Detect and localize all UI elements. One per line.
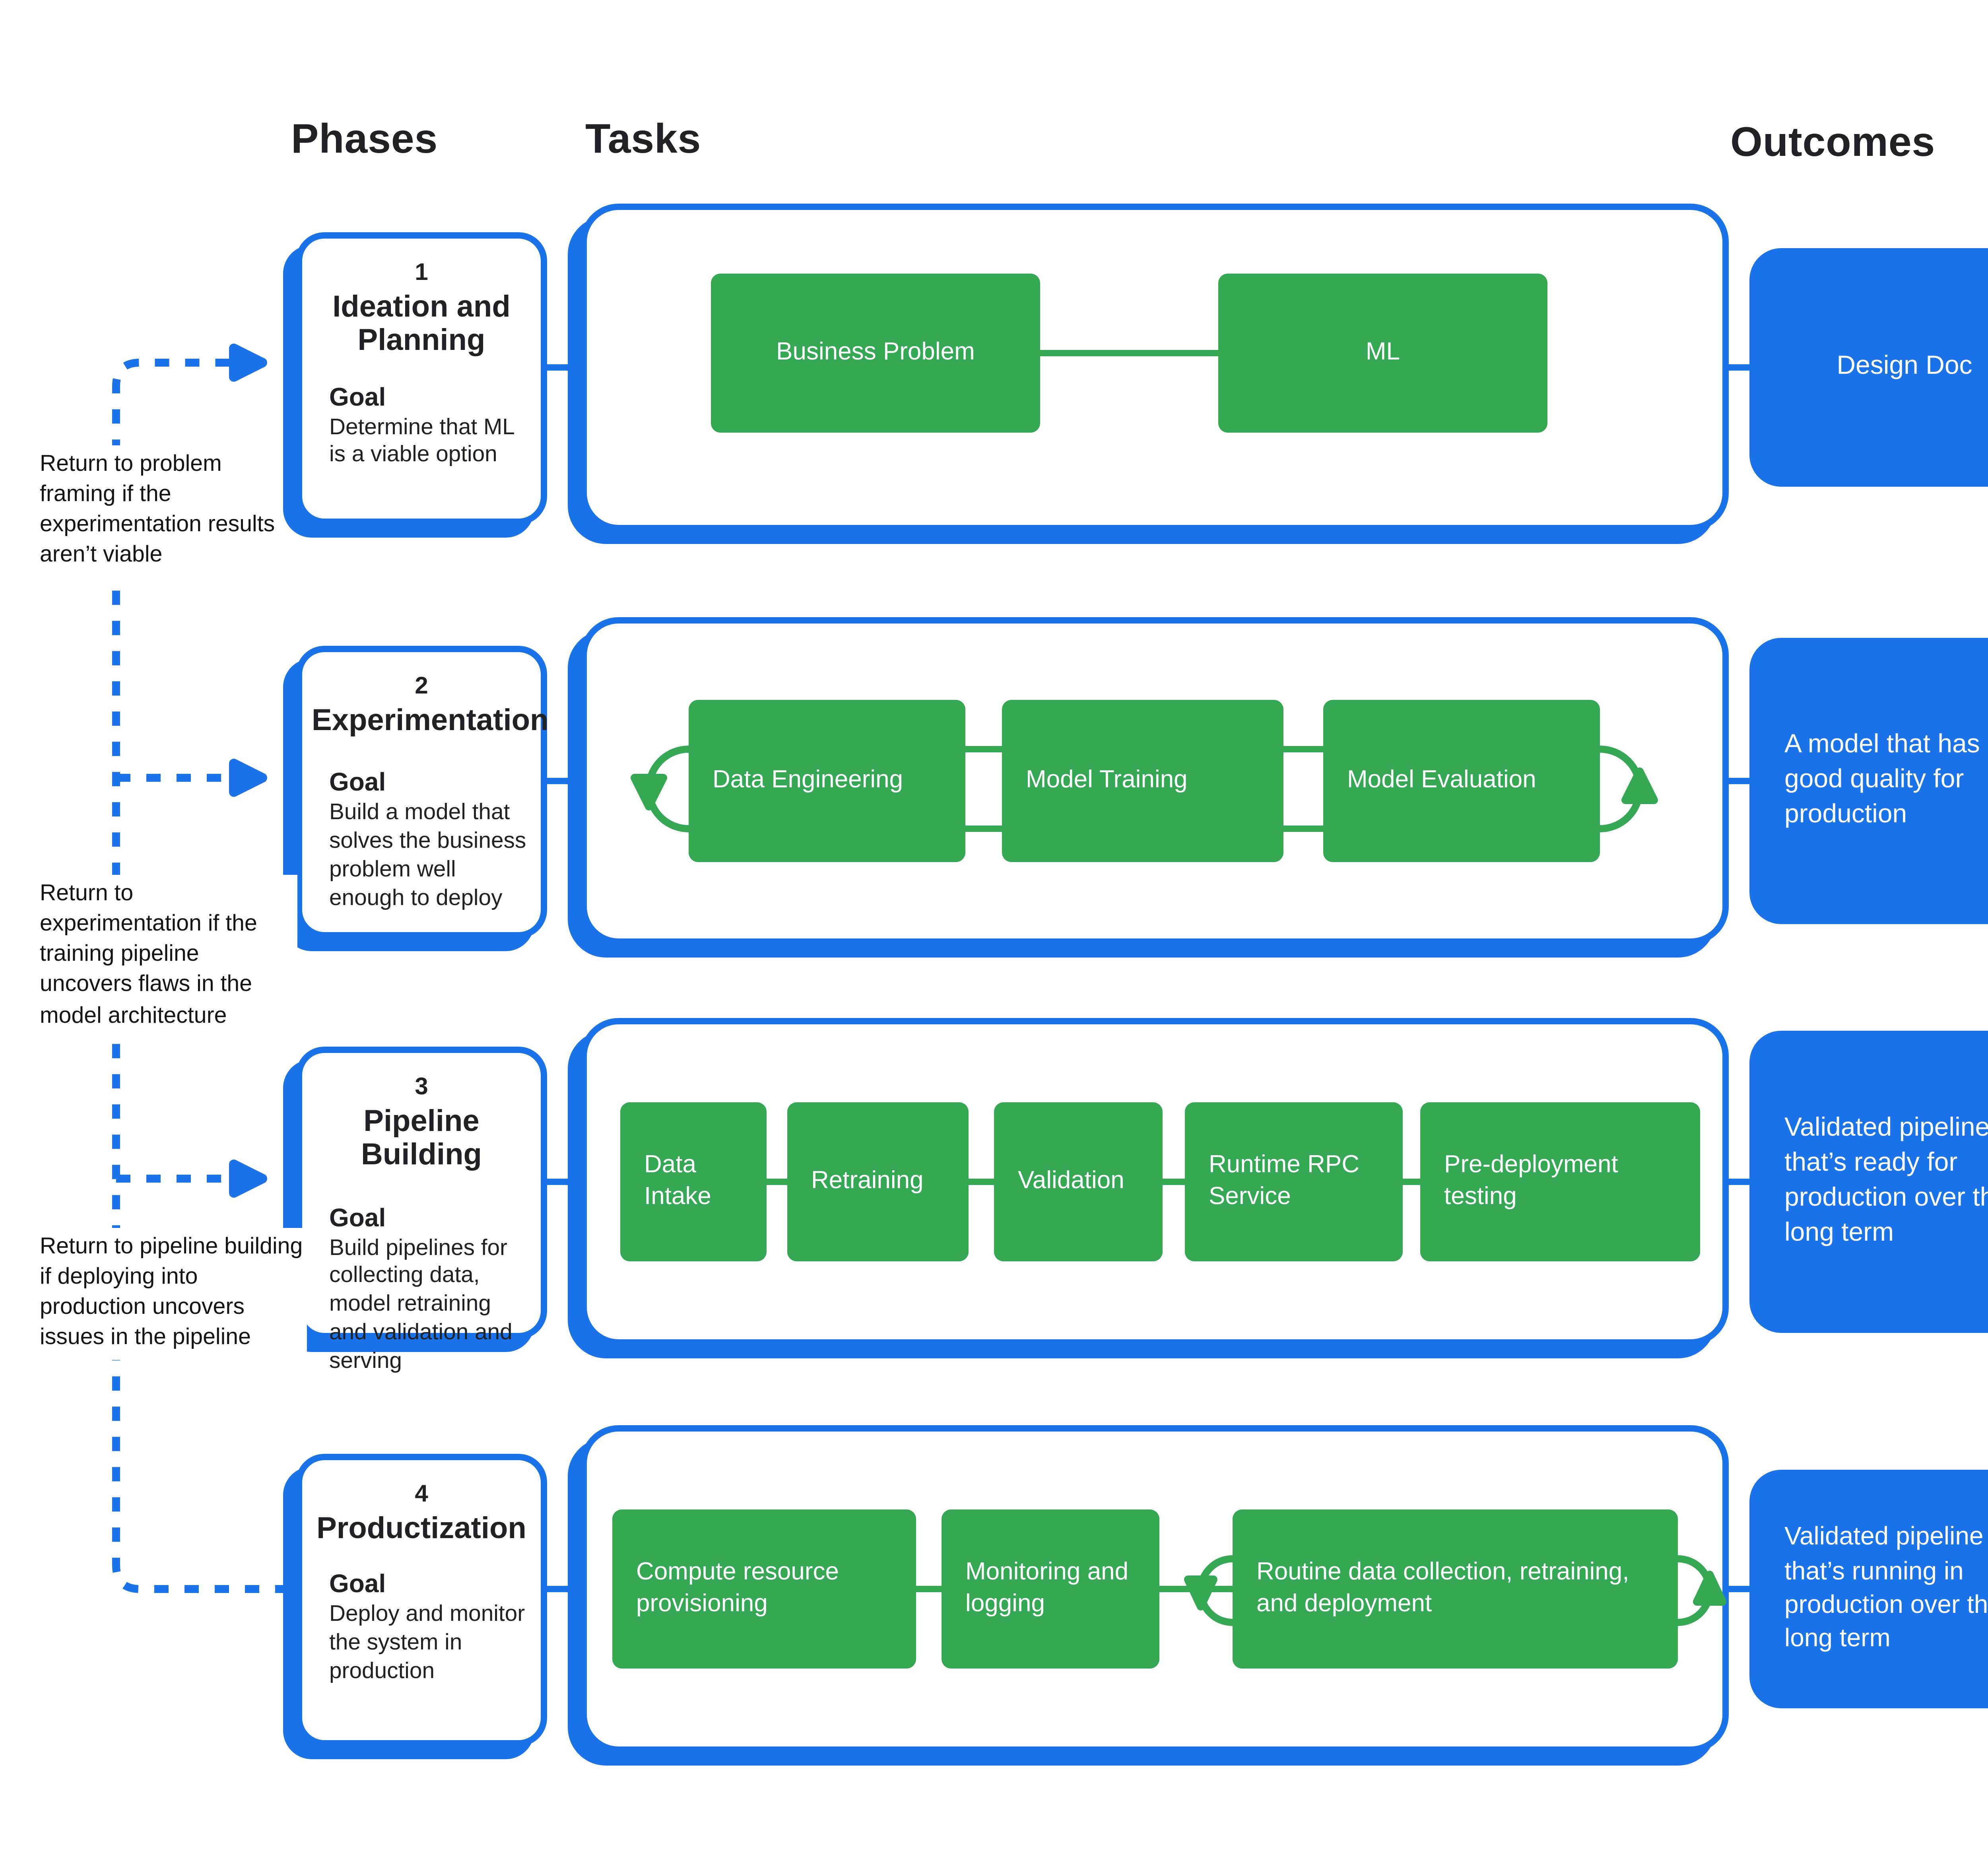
connector-green-row4-a [916, 1586, 942, 1592]
goal-label: Goal [329, 384, 386, 412]
outcome-text: A model that has good quality for produc… [1784, 730, 1980, 829]
task-model-evaluation: Model Evaluation [1323, 700, 1600, 862]
connector-tasks3-outcome [1729, 1179, 1749, 1185]
task-data-engineering: Data Engineering [689, 700, 965, 862]
phase-box-experimentation: 2 Experimentation Goal Build a model tha… [296, 646, 549, 938]
phase-number: 3 [415, 1074, 428, 1101]
connector-green-row1 [1040, 350, 1218, 356]
task-routine-data-collection: Routine data collection, retraining, and… [1233, 1509, 1678, 1669]
task-ml: ML [1218, 274, 1547, 433]
arrowhead-right-icon [229, 344, 267, 382]
phase-title: Experimentation [312, 705, 549, 738]
goal-label: Goal [329, 1205, 386, 1232]
annotation-return-to-pipeline-building: Return to pipeline building if deploying… [40, 1228, 307, 1360]
connector-green-row3-a [767, 1179, 787, 1185]
outcome-text: Validated pipeline that’s ready for prod… [1784, 1113, 1988, 1247]
column-header-phases: Phases [291, 115, 438, 162]
goal-text: Build pipelines for collecting data, mod… [329, 1235, 513, 1375]
connector-tasks1-outcome [1729, 364, 1749, 371]
connector-green-row2-top-b [1283, 746, 1323, 752]
goal-label: Goal [329, 1572, 386, 1599]
connector-phase3-tasks [547, 1179, 580, 1185]
connector-tasks2-outcome [1729, 778, 1749, 784]
connector-green-row3-d [1403, 1179, 1420, 1185]
phase-number: 4 [415, 1481, 428, 1508]
connector-green-row2-bottom-a [965, 826, 1002, 832]
connector-green-row4-b [1159, 1586, 1233, 1592]
column-header-tasks: Tasks [585, 115, 701, 162]
connector-green-row2-top-a [965, 746, 1002, 752]
task-validation: Validation [994, 1102, 1163, 1261]
arrowhead-right-icon [229, 759, 267, 797]
phase-number: 2 [415, 673, 428, 700]
connector-green-row3-c [1163, 1179, 1185, 1185]
connector-phase2-tasks [547, 778, 580, 784]
task-data-intake: Data Intake [620, 1102, 767, 1261]
arrowhead-right-icon [229, 1160, 267, 1198]
task-compute-resource-provisioning: Compute resource provisioning [612, 1509, 916, 1669]
phase-title: Pipeline Building [361, 1105, 482, 1173]
connector-tasks4-outcome [1729, 1586, 1749, 1592]
outcome-validated-pipeline-running: Validated pipeline that’s running in pro… [1749, 1470, 1988, 1708]
column-header-outcomes: Outcomes [1730, 118, 1935, 165]
outcome-validated-pipeline-ready: Validated pipeline that’s ready for prod… [1749, 1031, 1988, 1333]
task-runtime-rpc-service: Runtime RPC Service [1185, 1102, 1403, 1261]
task-business-problem: Business Problem [711, 274, 1040, 433]
connector-green-row3-b [969, 1179, 994, 1185]
goal-label: Goal [329, 770, 386, 798]
task-pre-deployment-testing: Pre-deployment testing [1420, 1102, 1700, 1261]
annotation-return-to-problem-framing: Return to problem framing if the experim… [40, 445, 282, 577]
phase-box-ideation-planning: 1 Ideation and Planning Goal Determine t… [296, 232, 547, 525]
task-monitoring-and-logging: Monitoring and logging [942, 1509, 1159, 1669]
phase-box-productization: 4 Productization Goal Deploy and monitor… [296, 1454, 547, 1746]
connector-phase1-tasks [547, 364, 580, 371]
outcome-text: Design Doc [1837, 352, 1972, 381]
outcome-design-doc: Design Doc [1749, 248, 1988, 487]
connector-phase4-tasks [547, 1586, 580, 1592]
outcome-model-good-quality: A model that has good quality for produc… [1749, 638, 1988, 924]
goal-text: Build a model that solves the business p… [329, 800, 526, 911]
phase-title: Productization [316, 1513, 526, 1546]
phase-number: 1 [415, 259, 428, 286]
phase-title: Ideation and Planning [332, 291, 511, 359]
connector-green-row2-bottom-b [1283, 826, 1323, 832]
task-model-training: Model Training [1002, 700, 1283, 862]
goal-text: Deploy and monitor the system in product… [329, 1602, 525, 1685]
outcome-text: Validated pipeline that’s running in pro… [1784, 1524, 1988, 1653]
task-retraining: Retraining [787, 1102, 969, 1261]
goal-text: Determine that ML is a viable option [329, 414, 514, 468]
phase-box-pipeline-building: 3 Pipeline Building Goal Build pipelines… [296, 1047, 547, 1374]
annotation-return-to-experimentation-left: Return to experimentation if the trainin… [40, 875, 297, 1037]
